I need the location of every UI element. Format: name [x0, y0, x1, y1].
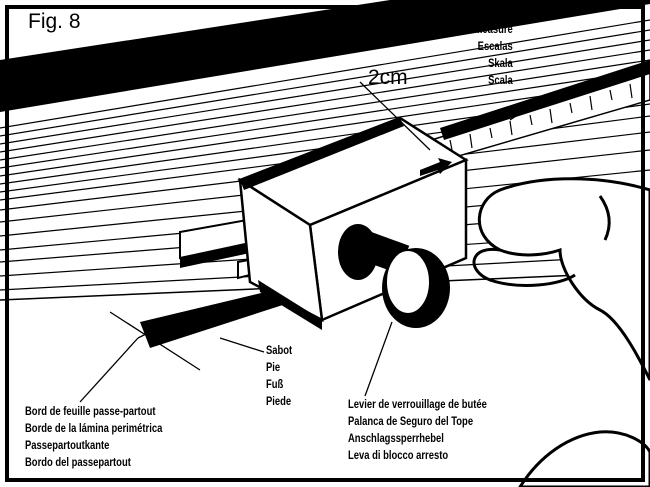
- lock-lever: [338, 224, 450, 328]
- callout-lever: Levier de verrouillage de butée Palanca …: [348, 397, 487, 465]
- callout-line: Passepartoutkante: [25, 440, 110, 452]
- callout-mat-edge: Bord de feuille passe-partout Borde de l…: [25, 404, 162, 472]
- lower-hand-illustration: [518, 430, 650, 487]
- arrow-icon: [420, 158, 452, 176]
- callout-line: Borde de la lámina perimétrica: [25, 423, 163, 435]
- rail-top-edge: [0, 0, 650, 112]
- callout-line: Pie: [266, 362, 281, 374]
- callout-line: Bordo del passepartout: [25, 457, 131, 469]
- callout-line: Echelles de measure: [419, 24, 513, 36]
- leader-lines: [79, 81, 529, 403]
- callout-line: Fuß: [266, 379, 284, 391]
- callout-scales: Echelles de measure Escalas Skala Scala: [420, 22, 513, 90]
- callout-line: Sabot: [266, 345, 293, 357]
- callout-line: Anschlagssperrhebel: [348, 433, 444, 445]
- callout-line: Piede: [266, 396, 292, 408]
- callout-line: Levier de verrouillage de butée: [348, 399, 487, 411]
- callout-line: Palanca de Seguro del Tope: [348, 416, 474, 428]
- callout-line: Scala: [488, 75, 513, 87]
- callout-line: Escalas: [477, 41, 513, 53]
- frame-border: [5, 5, 645, 482]
- hand-illustration: [472, 177, 650, 381]
- figure-label: Fig. 8: [28, 10, 81, 33]
- callout-line: Bord de feuille passe-partout: [25, 406, 156, 418]
- measure-value: 2cm: [368, 66, 408, 89]
- callout-sabot: Sabot Pie Fuß Piede: [266, 343, 292, 411]
- mat-board-strip: [140, 288, 292, 348]
- callout-line: Skala: [488, 58, 513, 70]
- callout-line: Leva di blocco arresto: [348, 450, 449, 462]
